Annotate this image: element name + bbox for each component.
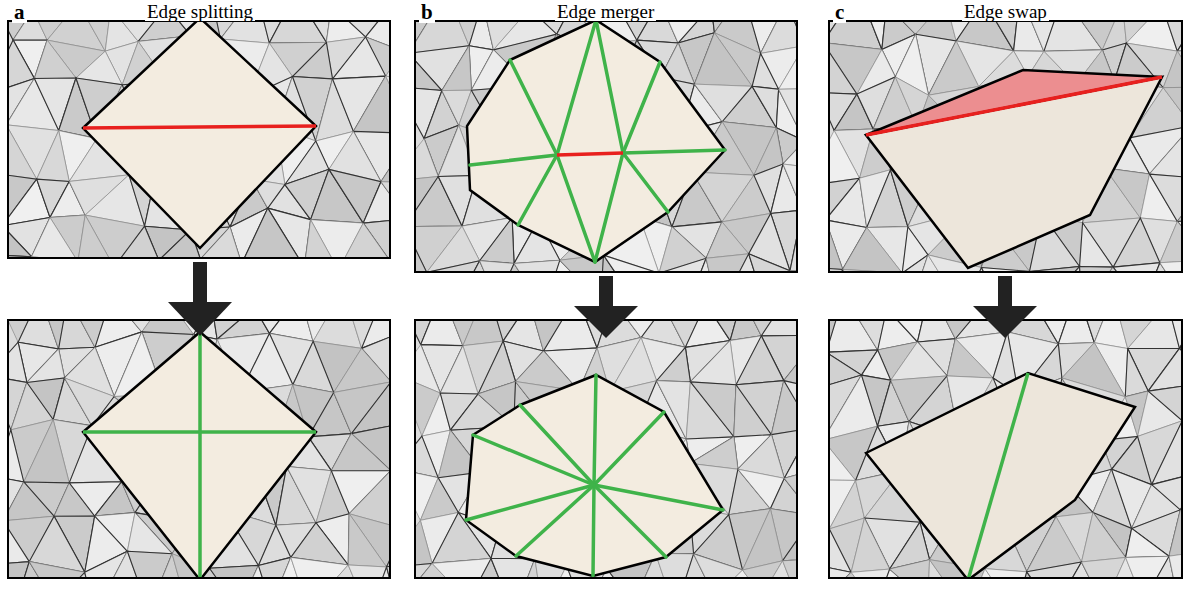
transition-arrow [168,262,1037,338]
panel-frame [8,21,1182,578]
panel-letter: a [12,2,27,23]
mesh-panel [829,320,1182,578]
swap-before [866,70,1162,268]
merge-after [466,375,723,576]
mesh-panel [415,320,797,578]
split-before [83,21,316,248]
panel-title: Edge swap [962,2,1049,21]
mesh-panel [8,320,390,578]
swap-after [866,373,1135,578]
panel-letter: b [419,2,435,23]
panel-title: Edge splitting [145,2,255,21]
mesh-panel [415,21,797,272]
panel-letter: c [833,2,846,23]
mesh-panel [8,21,390,258]
mesh-panel [829,21,1182,272]
split-after [83,332,316,578]
merge-before [467,21,725,262]
panel-title: Edge merger [555,2,656,21]
